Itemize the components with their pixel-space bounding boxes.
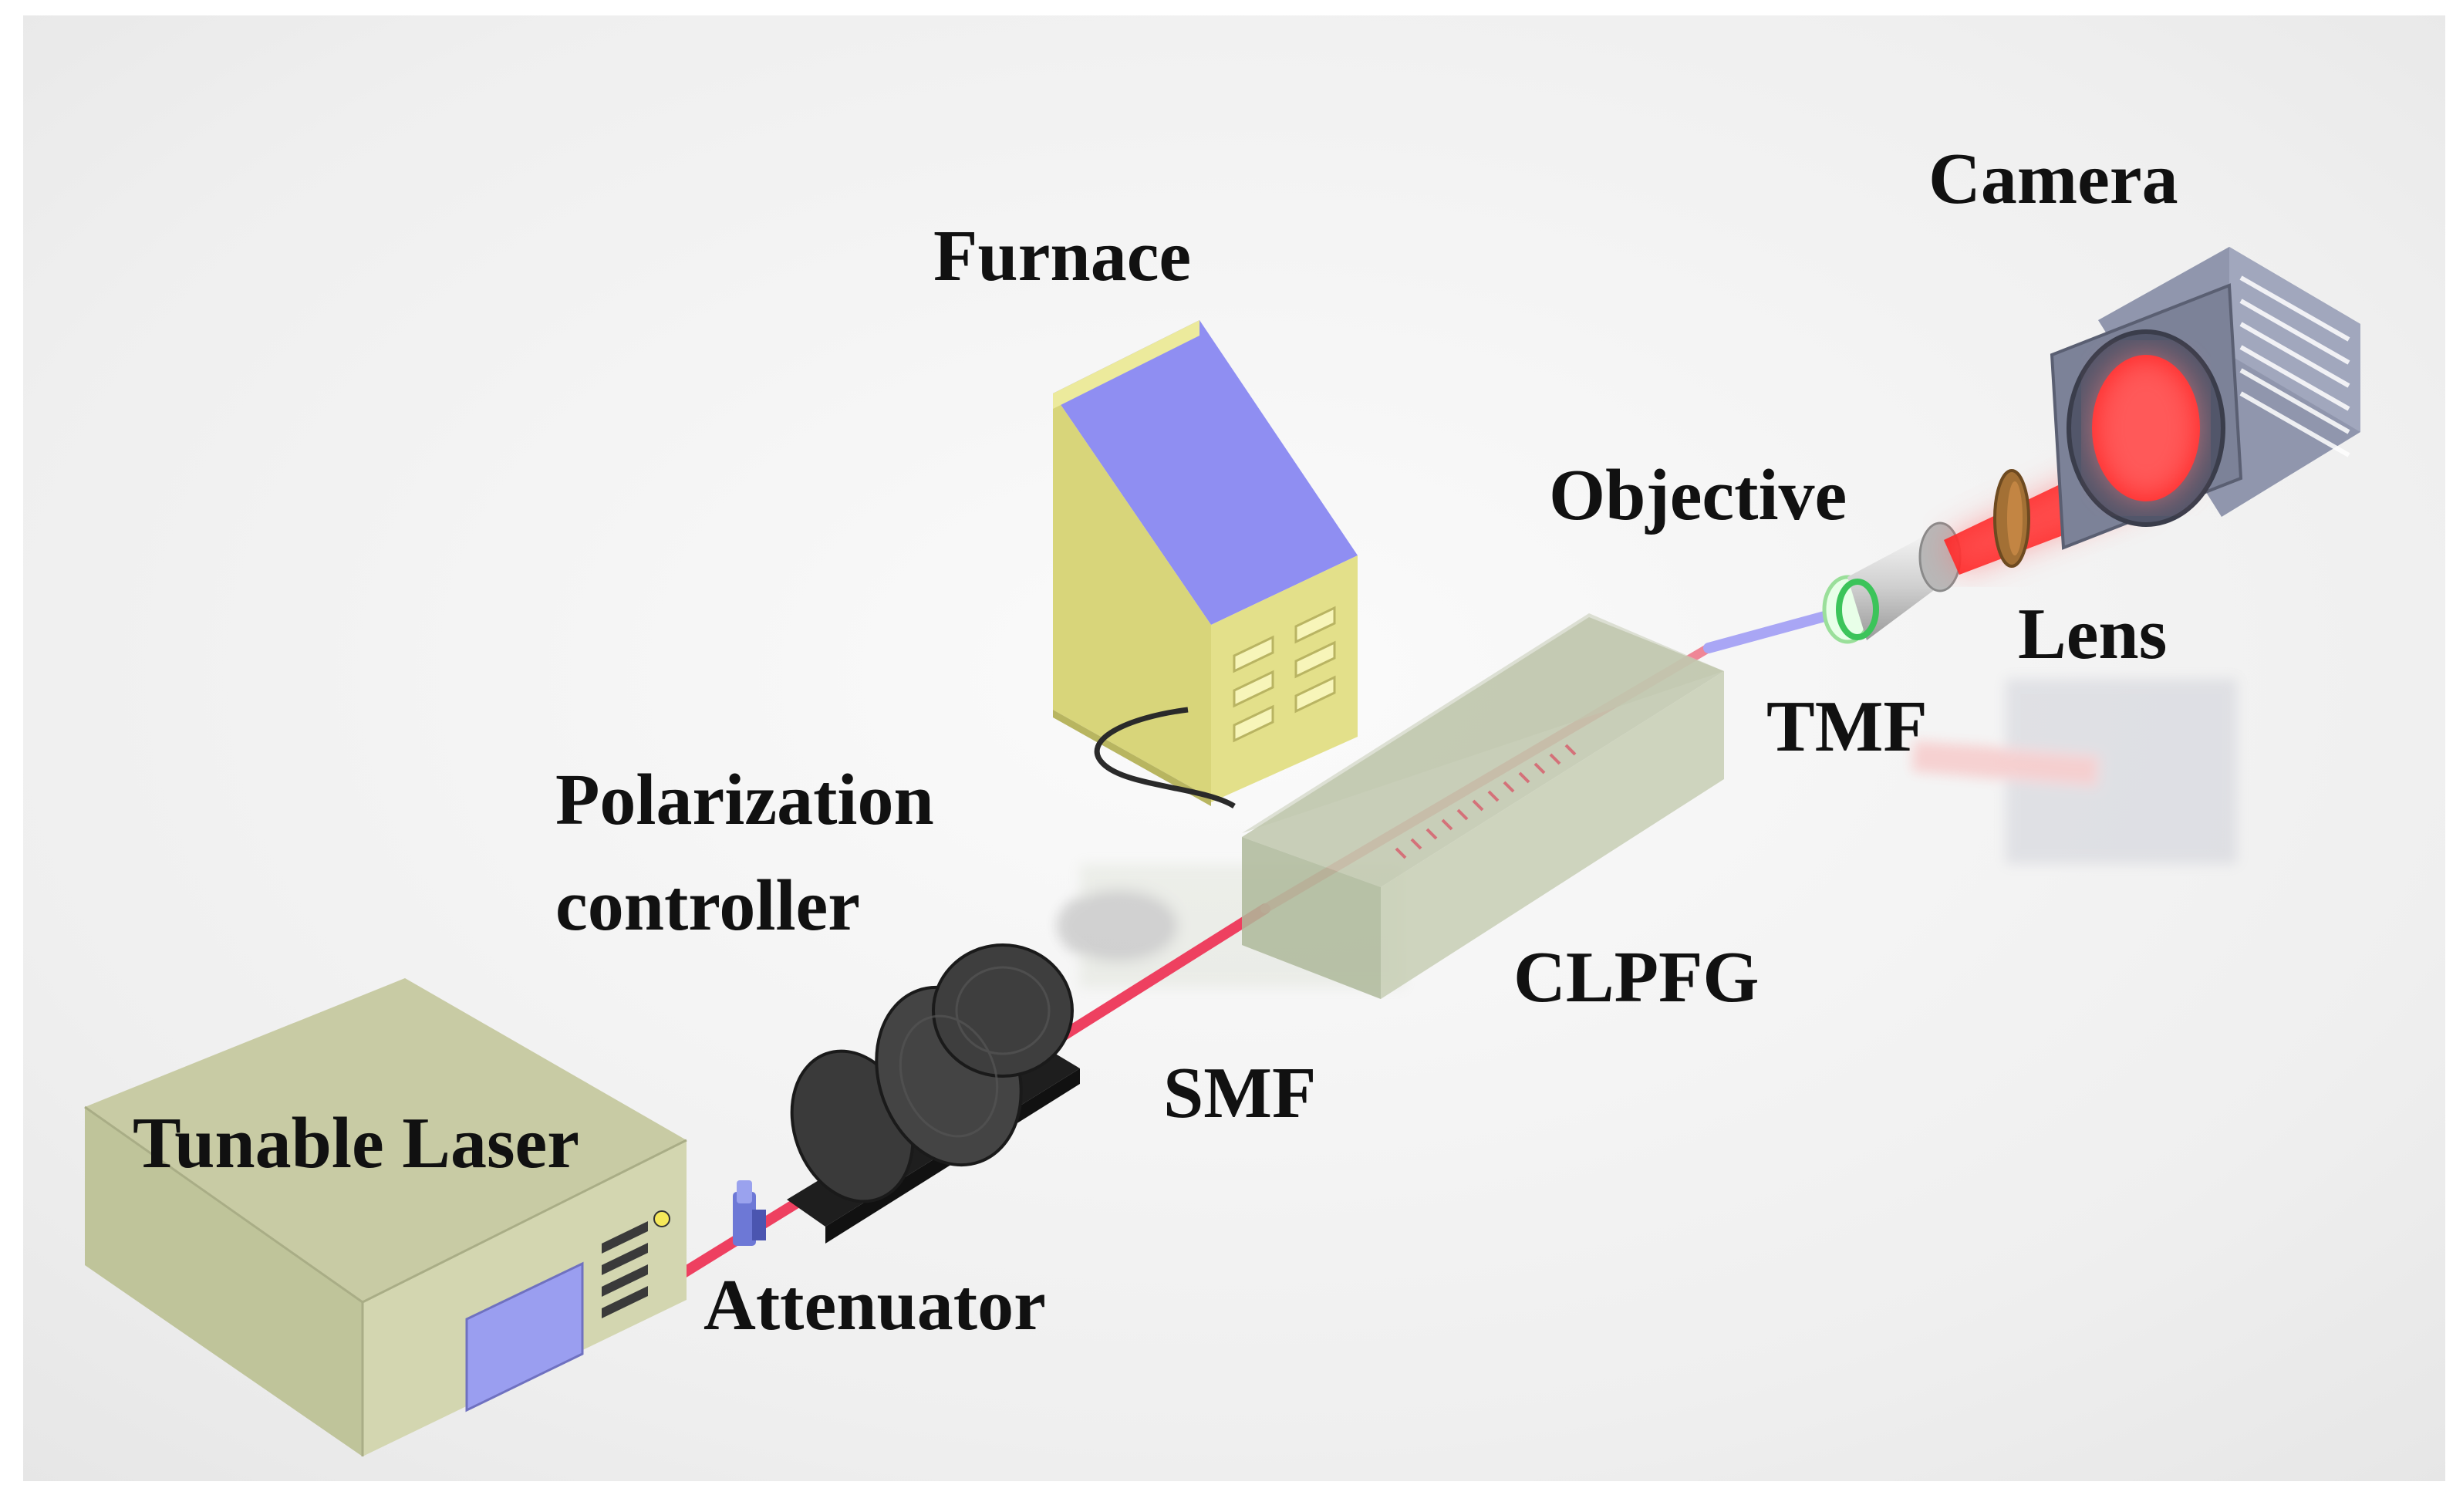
grating-pattern — [1395, 744, 1577, 859]
tmf-label: TMF — [1766, 687, 1928, 767]
clpfg-housing — [1242, 613, 1724, 999]
attenuator-device — [733, 1180, 766, 1246]
laser-left-face — [85, 1107, 363, 1456]
laser-top-face — [85, 978, 687, 1302]
camera-fins — [2239, 275, 2350, 457]
laser-indicator-light — [653, 1210, 670, 1227]
furnace-cable — [1094, 707, 1236, 809]
objective-lens-device — [1822, 521, 1962, 644]
tmf-fiber — [1703, 608, 1841, 653]
laser-buttons — [602, 1221, 648, 1318]
objective-label: Objective — [1549, 455, 1847, 535]
camera-label: Camera — [1928, 139, 2178, 219]
tunable-laser-device — [84, 978, 687, 1456]
smf-label: SMF — [1163, 1053, 1317, 1133]
furnace-buttons — [1233, 606, 1336, 743]
clpfg-label: CLPFG — [1513, 937, 1760, 1018]
tunable-laser-label: Tunable Laser — [133, 1103, 579, 1183]
polarization-controller-label-line2: controller — [555, 866, 861, 946]
lens-element — [1993, 469, 2030, 568]
polarization-controller-label-line1: Polarization — [555, 760, 934, 840]
polarization-controller-device — [787, 943, 1080, 1244]
furnace-panel — [1053, 320, 1358, 625]
laser-screen — [465, 1261, 584, 1412]
furnace-device — [1053, 320, 1358, 809]
furnace-label: Furnace — [933, 216, 1192, 296]
lens-label: Lens — [2018, 594, 2168, 674]
camera-device — [2050, 247, 2360, 550]
attenuator-label: Attenuator — [703, 1265, 1046, 1345]
